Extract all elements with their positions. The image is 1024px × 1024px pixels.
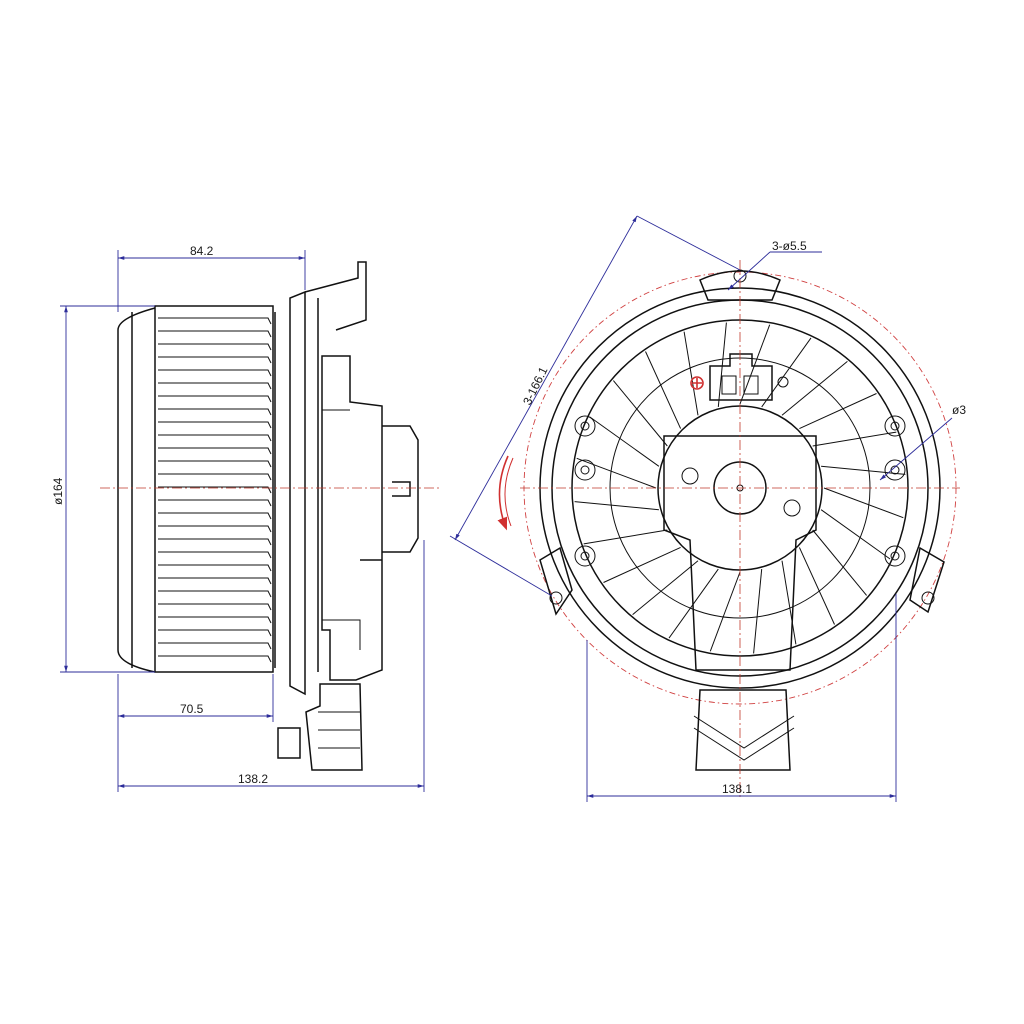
rotation-arrow-icon <box>497 455 514 531</box>
dim-bolt-circle: 3-166.1 <box>520 364 551 407</box>
dim-holes: 3-ø5.5 <box>772 239 807 253</box>
dim-70-5: 70.5 <box>180 702 204 716</box>
dim-138-2: 138.2 <box>238 772 268 786</box>
side-dimensions: 84.2 ø164 70.5 138.2 <box>51 244 425 792</box>
front-dimensions: 3-166.1 3-ø5.5 ø3 138.1 <box>449 215 966 802</box>
plus-terminal-icon <box>690 376 704 390</box>
front-view <box>520 260 960 800</box>
fan-blades <box>158 317 272 663</box>
dim-84-2: 84.2 <box>190 244 214 258</box>
side-view <box>100 261 440 771</box>
dim-138-1: 138.1 <box>722 782 752 796</box>
dim-small-hole: ø3 <box>952 403 966 417</box>
dim-diameter-164: ø164 <box>51 477 65 505</box>
